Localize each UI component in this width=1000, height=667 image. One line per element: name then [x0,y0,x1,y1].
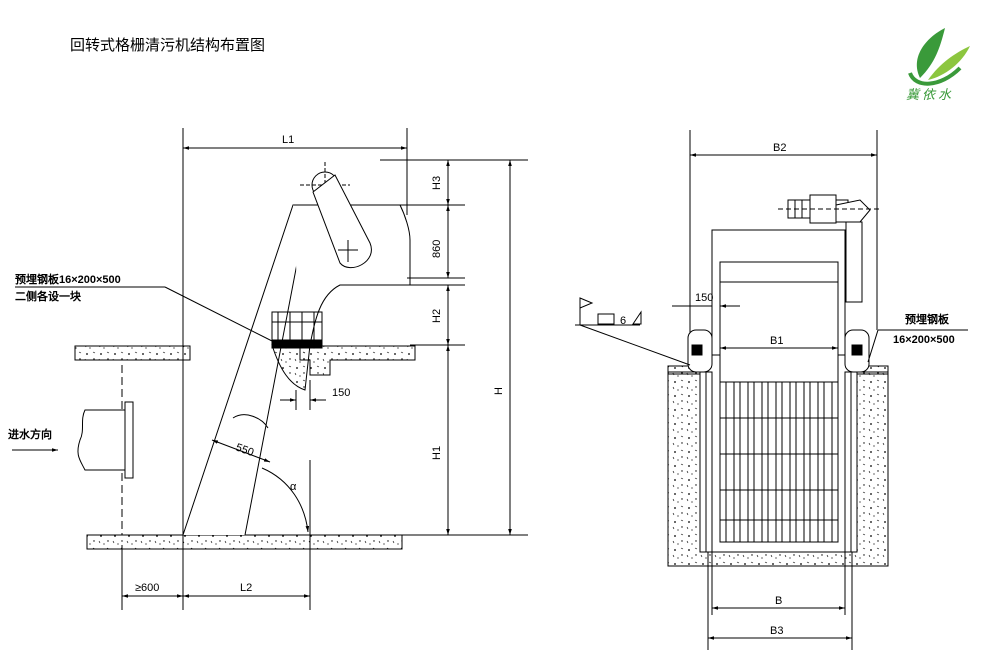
bottom-slab [86,534,403,550]
grating [719,381,839,543]
side-view [12,128,528,610]
dim-H3: H3 [431,176,443,190]
dim-B3: B3 [770,625,783,637]
dim-B1: B1 [770,335,783,347]
angle-arc [261,467,310,533]
dim-150-front: 150 [695,292,713,304]
inflow-direction-label: 进水方向 [8,427,52,441]
rake-arc [232,414,269,429]
anchor-bolts [271,311,323,341]
drive-arm [312,174,372,269]
chain-box [719,261,839,383]
upper-floor-slab [74,345,191,361]
front-view [575,130,968,650]
page-title: 回转式格栅清污机结构布置图 [70,36,266,54]
embedded-plate-label-front: 预埋钢板 [905,312,950,326]
each-side-label: 二侧各设一块 [15,289,82,303]
lower-housing [271,344,311,391]
logo-text: 冀依水 [906,88,955,103]
inflow-pipe [77,409,126,471]
logo-leaf-swoosh [908,66,962,86]
grating-bars [720,381,838,543]
company-logo [908,28,970,86]
dim-H2: H2 [431,309,443,323]
dim-L1: L1 [282,134,294,146]
angle-alpha: α [290,481,297,493]
dim-L2: L2 [240,582,252,594]
dim-H1: H1 [431,446,443,460]
upper-floor-slab-right [299,345,416,376]
dim-550: 550 [234,442,255,460]
plate-size-label: 16×200×500 [893,334,955,346]
dim-H: H [493,387,505,395]
dim-150-side: 150 [332,387,350,399]
logo-leaf-large [916,28,945,78]
weld-size: 6 [620,315,626,327]
side-view-labels: L1 H3 860 H2 H1 H 150 550 α ≥600 L2 预埋钢板… [8,134,505,594]
embedded-plate-label: 预埋钢板16×200×500 [15,272,121,286]
front-view-labels: B2 B1 150 B B3 6 预埋钢板 16×200×500 [620,142,955,637]
logo-leaf-small [928,46,970,80]
dim-ge600: ≥600 [135,582,159,594]
dim-860: 860 [431,240,443,258]
dim-B2: B2 [773,142,786,154]
weld-symbol [575,297,691,366]
drive-motor [778,194,880,303]
dim-B: B [775,595,782,607]
